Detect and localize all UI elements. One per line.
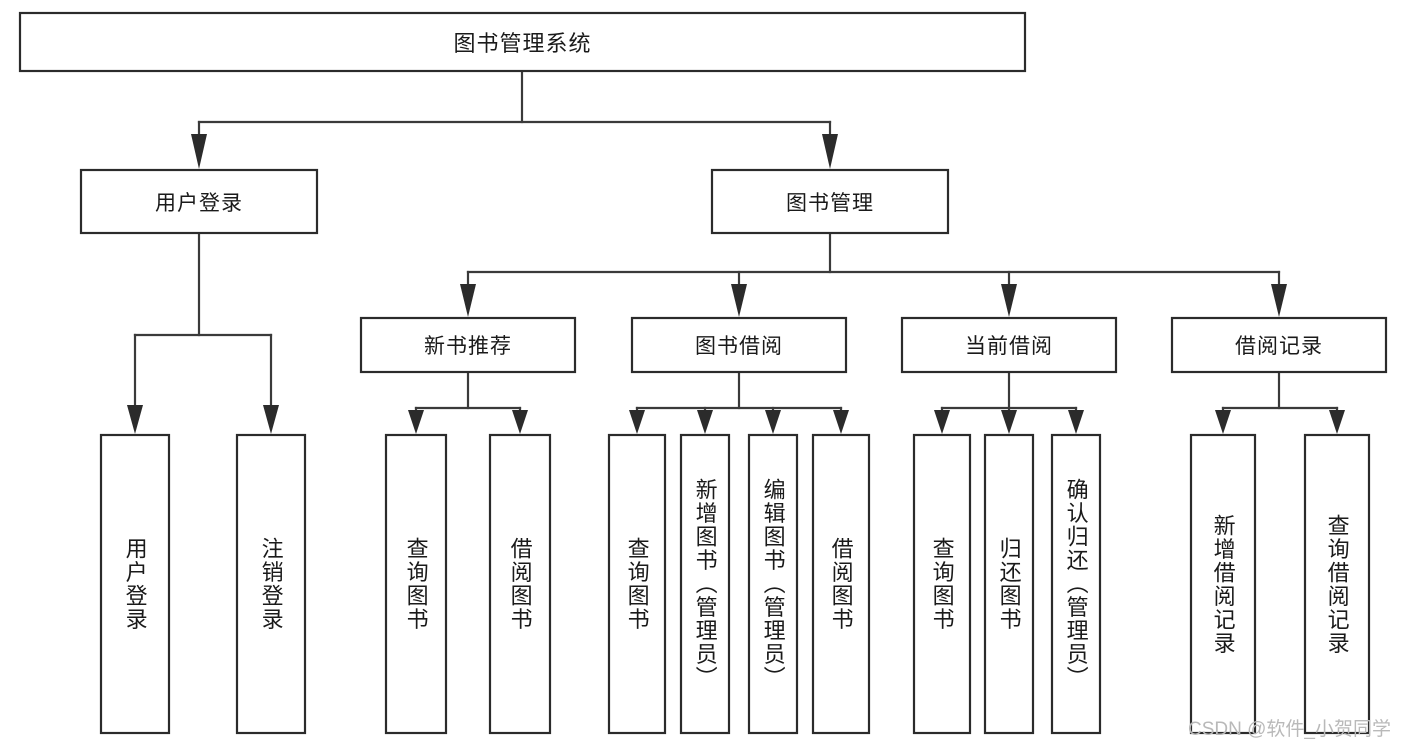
arrow-head-leaf-logout xyxy=(263,405,279,434)
node-box-leaf-add-record[interactable] xyxy=(1189,433,1257,735)
node-box-root[interactable] xyxy=(18,11,1027,73)
node-box-current-borrow[interactable] xyxy=(900,316,1118,374)
node-box-leaf-query-record[interactable] xyxy=(1303,433,1371,735)
connector-group-bookmgmt xyxy=(460,231,1287,317)
arrow-head-leaf-edit-book xyxy=(765,410,781,434)
node-box-leaf-query-book-1[interactable] xyxy=(384,433,448,735)
node-box-leaf-add-book[interactable] xyxy=(679,433,731,735)
arrow-head-borrowrecord xyxy=(1271,284,1287,317)
node-box-user-login[interactable] xyxy=(79,168,319,235)
connector-group-userlogin xyxy=(127,231,279,434)
arrow-head-leaf-query-book-1 xyxy=(408,410,424,434)
connector-group-currentborrow xyxy=(934,370,1084,434)
node-box-leaf-borrow-book-2[interactable] xyxy=(811,433,871,735)
arrow-head-newbookrec xyxy=(460,284,476,317)
arrow-head-leaf-add-record xyxy=(1215,410,1231,434)
arrow-head-leaf-return-book xyxy=(1001,410,1017,434)
node-box-book-mgmt[interactable] xyxy=(710,168,950,235)
node-box-new-book-rec[interactable] xyxy=(359,316,577,374)
node-box-leaf-return-book[interactable] xyxy=(983,433,1035,735)
arrow-head-leaf-add-book xyxy=(697,410,713,434)
node-box-leaf-confirm-return[interactable] xyxy=(1050,433,1102,735)
node-box-borrow-record[interactable] xyxy=(1170,316,1388,374)
arrow-head-userlogin xyxy=(191,134,207,169)
arrow-head-bookborrow xyxy=(731,284,747,317)
arrow-head-leaf-query-book-2 xyxy=(629,410,645,434)
arrow-head-leaf-query-record xyxy=(1329,410,1345,434)
arrow-head-bookmgmt xyxy=(822,134,838,169)
arrow-head-leaf-user-login xyxy=(127,405,143,434)
node-box-leaf-user-login[interactable] xyxy=(99,433,171,735)
node-box-book-borrow[interactable] xyxy=(630,316,848,374)
connector-group-bookborrow xyxy=(629,370,849,434)
node-box-leaf-logout[interactable] xyxy=(235,433,307,735)
arrow-head-leaf-borrow-book-2 xyxy=(833,410,849,434)
connector-group-root xyxy=(191,69,838,169)
node-box-leaf-query-book-2[interactable] xyxy=(607,433,667,735)
csdn-watermark: CSDN @软件_小贺同学 xyxy=(1188,719,1391,740)
node-box-leaf-edit-book[interactable] xyxy=(747,433,799,735)
node-box-leaf-query-book-3[interactable] xyxy=(912,433,972,735)
arrow-head-leaf-borrow-book-1 xyxy=(512,410,528,434)
connector-group-newbookrec xyxy=(408,370,528,434)
arrow-head-currentborrow xyxy=(1001,284,1017,317)
node-box-leaf-borrow-book-1[interactable] xyxy=(488,433,552,735)
arrow-head-leaf-query-book-3 xyxy=(934,410,950,434)
connector-group-borrowrecord xyxy=(1215,370,1345,434)
arrow-head-leaf-confirm-return xyxy=(1068,410,1084,434)
